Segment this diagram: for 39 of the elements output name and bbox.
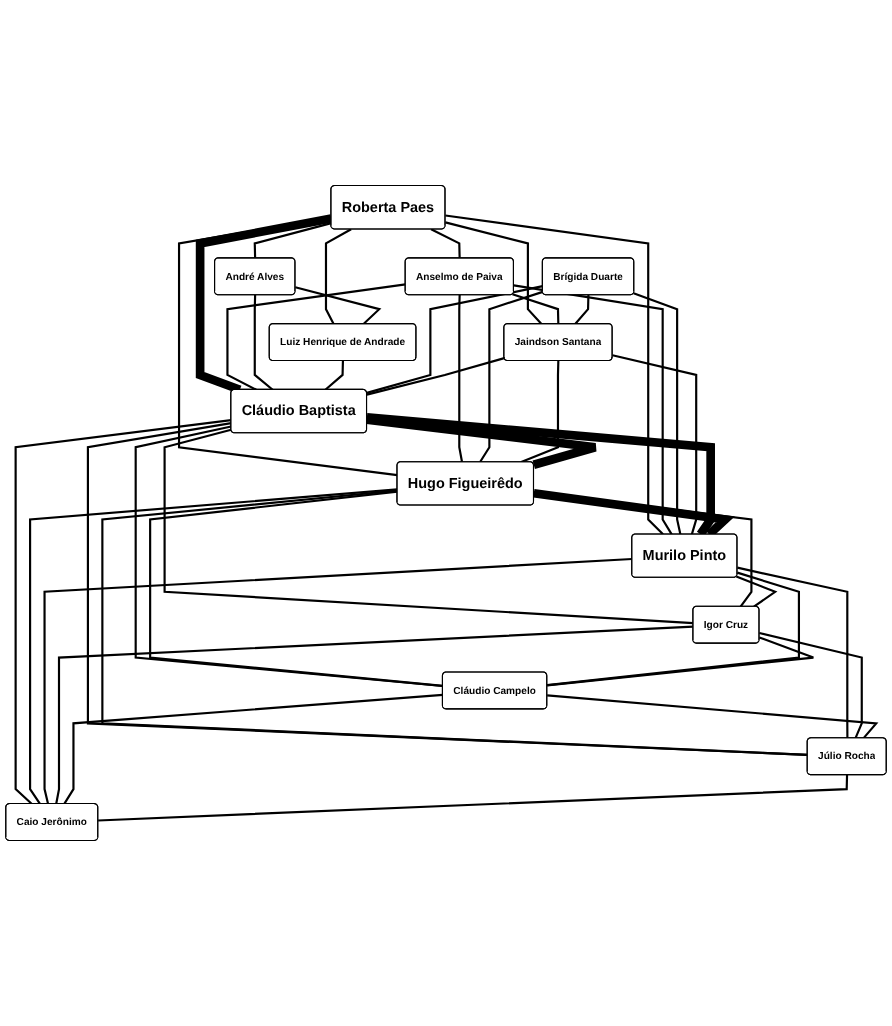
connector [612,354,698,535]
connector [226,283,406,391]
connector [520,360,560,464]
connector [458,295,464,463]
connector [574,295,590,325]
connector [295,286,382,325]
connector [366,413,715,537]
connector [445,214,664,536]
connector [98,775,849,822]
connector [547,636,815,687]
connector [366,285,543,394]
connector [149,490,443,687]
connector [547,571,800,687]
connector [163,428,694,625]
connector [195,214,333,394]
connector [445,221,543,325]
connector [324,228,352,325]
connector [134,425,443,688]
connector [324,360,344,391]
connector [512,293,560,324]
connector [547,694,879,739]
connector [86,422,808,756]
connector [55,625,694,805]
connector [14,419,232,805]
connector [177,216,398,477]
connector [101,489,808,756]
connector [513,284,673,535]
connector [759,632,863,739]
connector [253,295,274,391]
connector [633,292,682,535]
connector [63,693,443,805]
connector [737,566,849,739]
connector [253,222,332,259]
connector [479,290,544,463]
connector [43,557,633,805]
connector [430,228,461,259]
connector [366,357,505,396]
connector [533,488,735,538]
connector [29,488,398,805]
